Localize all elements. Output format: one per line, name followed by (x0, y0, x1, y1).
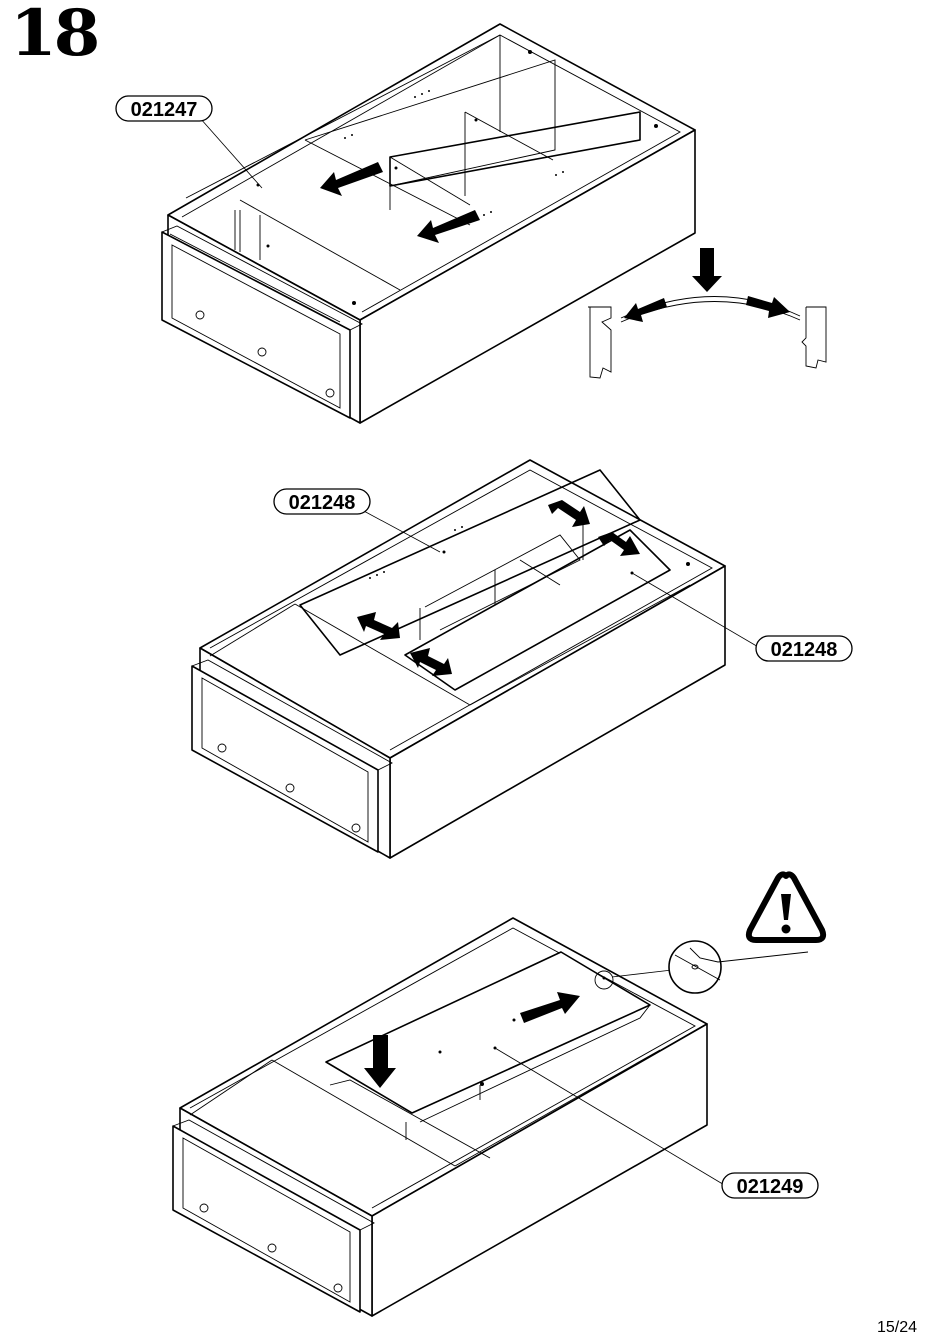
callout-021248-left: 021248 (274, 489, 440, 552)
callout-label: 021248 (289, 492, 356, 514)
panel-3-frame (173, 918, 808, 1316)
callout-label: 021247 (131, 99, 198, 121)
warning-triangle-icon (749, 874, 823, 940)
push-arrow (320, 162, 383, 196)
push-arrow (417, 210, 480, 243)
panel-1-open-frame (162, 24, 695, 423)
callout-label: 021248 (771, 639, 838, 661)
callout-label: 021249 (737, 1176, 804, 1198)
panel-2-frame (192, 460, 725, 858)
page-number: 15/24 (877, 1320, 917, 1336)
magnifier-detail-icon (669, 941, 721, 993)
